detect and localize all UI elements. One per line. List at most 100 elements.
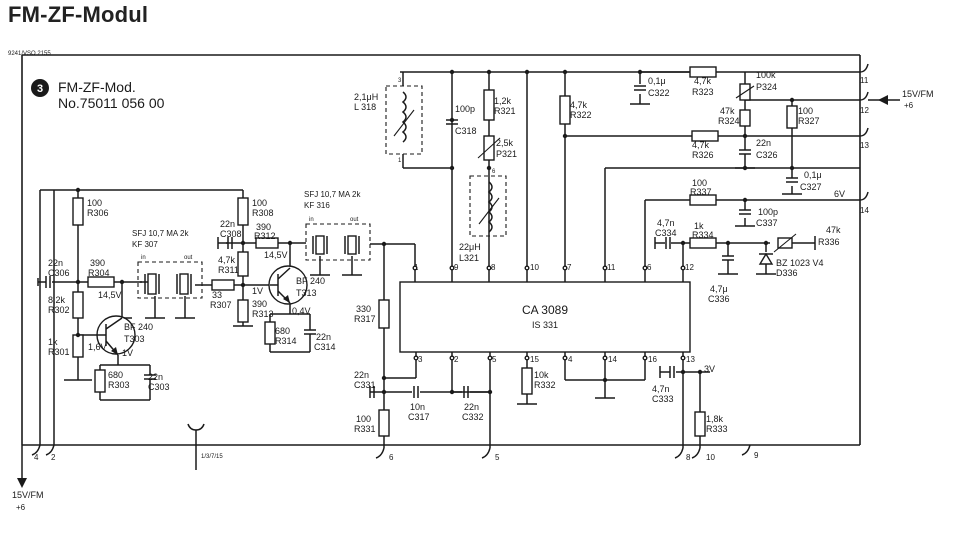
label-ref: R311 <box>218 265 239 275</box>
label-value: 22n <box>354 370 369 380</box>
filter-kf316-ref: KF 316 <box>304 201 330 210</box>
label-ref: R321 <box>494 106 516 116</box>
junction-dots <box>75 69 795 395</box>
supply-left-sub: +6 <box>16 503 26 512</box>
label-ref: C336 <box>708 294 730 304</box>
label-ref: C334 <box>655 228 677 238</box>
label-value: 0,1μ <box>804 170 822 180</box>
filter-kf316-type: SFJ 10,7 MA 2k <box>304 190 361 199</box>
resistor-r304 <box>87 276 115 288</box>
module-badge-number: 3 <box>37 83 43 95</box>
ic-bottom-pins: 3 2 5 15 4 14 16 13 <box>418 355 695 364</box>
label-ref: R332 <box>534 380 556 390</box>
label-value: 2,5k <box>496 138 514 148</box>
label-ref: R302 <box>48 305 70 315</box>
label-value: 390 <box>252 299 267 309</box>
filter-kf307-type: SFJ 10,7 MA 2k <box>132 229 189 238</box>
ic-pin-label: 9 <box>454 263 459 272</box>
label-value: 4,7k <box>694 76 712 86</box>
six-volt-label: 6V <box>834 189 845 199</box>
label-ref: C333 <box>652 394 674 404</box>
label-value: 22n <box>316 332 331 342</box>
ic-pin-label: 16 <box>648 355 657 364</box>
label-value: 8,2k <box>48 295 66 305</box>
label-ref: C303 <box>148 382 170 392</box>
resistor-r313 <box>237 299 249 323</box>
ic-pin-label: 10 <box>530 263 539 272</box>
voltage-label: 1V <box>252 286 263 296</box>
ic-pin-label: 14 <box>608 355 617 364</box>
resistor-r308 <box>237 197 249 226</box>
ic-pin-label: 12 <box>685 263 694 272</box>
ic-type: CA 3089 <box>522 303 568 317</box>
label-value: 330 <box>356 304 371 314</box>
ic-pin-label: 3 <box>418 355 423 364</box>
ic-pin-label: 5 <box>492 355 497 364</box>
voltage-label: 14,5V <box>98 290 122 300</box>
resistor-r323 <box>689 66 717 78</box>
connector-label: 2 <box>51 453 56 462</box>
label-ref: C337 <box>756 218 778 228</box>
label-ref: L 318 <box>354 102 376 112</box>
resistor-r312 <box>255 237 279 249</box>
label-value: 100p <box>455 104 475 114</box>
connector-label: 13 <box>860 141 869 150</box>
label-ref: R306 <box>87 208 109 218</box>
label-value: 22μH <box>459 242 481 252</box>
supply-left-voltage: 15V/FM <box>12 490 44 500</box>
label-ref: L321 <box>459 253 479 263</box>
connector-label: 9 <box>754 451 759 460</box>
label-value: 2,1μH <box>354 92 378 102</box>
label-ref: R336 <box>818 237 840 247</box>
connector-label: 5 <box>495 453 500 462</box>
module-number: No.75011 056 00 <box>58 95 165 111</box>
label-value: 33 <box>212 290 222 300</box>
label-value: 4,7k <box>218 255 236 265</box>
label-ref: R313 <box>252 309 274 319</box>
label-ref: P324 <box>756 82 777 92</box>
resistor-r337 <box>689 194 717 206</box>
label-value: 4,7n <box>657 218 675 228</box>
label-value: 100 <box>252 198 267 208</box>
label-ref: T313 <box>296 288 317 298</box>
label-value: 22n <box>220 219 235 229</box>
label-value: 100 <box>692 178 707 188</box>
label-value: 4,7k <box>570 100 588 110</box>
connector-label: 1/3/7/15 <box>201 454 223 460</box>
drawing-ref: 9241/VSO 2155 <box>8 51 51 57</box>
resistor-r327 <box>786 105 798 129</box>
label-ref: R301 <box>48 347 70 357</box>
connector-right <box>859 63 900 201</box>
ic-pin-label: 13 <box>686 355 695 364</box>
label-value: 0,1μ <box>648 76 666 86</box>
resistor-r332 <box>521 367 533 395</box>
label-type: BF 240 <box>296 276 325 286</box>
transistor-t303 <box>96 315 136 356</box>
label-ref: R324 <box>718 116 740 126</box>
label-value: 22n <box>148 372 163 382</box>
label-value: 1k <box>694 221 704 231</box>
module-name: FM-ZF-Mod. <box>58 79 136 95</box>
label-value: 4,7μ <box>710 284 728 294</box>
wiring <box>39 71 860 448</box>
resistor-r314 <box>264 321 276 345</box>
resistor-r326 <box>691 130 719 142</box>
label-value: 100p <box>758 207 778 217</box>
label-type: BZ 1023 V4 <box>776 258 824 268</box>
filter-kf307-out: out <box>184 255 193 261</box>
ic-ref: IS 331 <box>532 320 558 330</box>
label-ref: C331 <box>354 380 376 390</box>
module-badge: 3 <box>31 79 49 97</box>
label-ref: T303 <box>124 334 145 344</box>
resistors <box>72 66 798 437</box>
label-ref: R304 <box>88 268 110 278</box>
transistor-t313 <box>268 265 308 305</box>
label-value: 680 <box>275 326 290 336</box>
connector-label: 12 <box>860 106 869 115</box>
label-ref: R334 <box>692 230 714 240</box>
filter-kf307-in: in <box>141 255 146 261</box>
supply-right-voltage: 15V/FM <box>902 89 934 99</box>
label-ref: P321 <box>496 149 517 159</box>
l318-pin-top: 3 <box>398 78 402 84</box>
